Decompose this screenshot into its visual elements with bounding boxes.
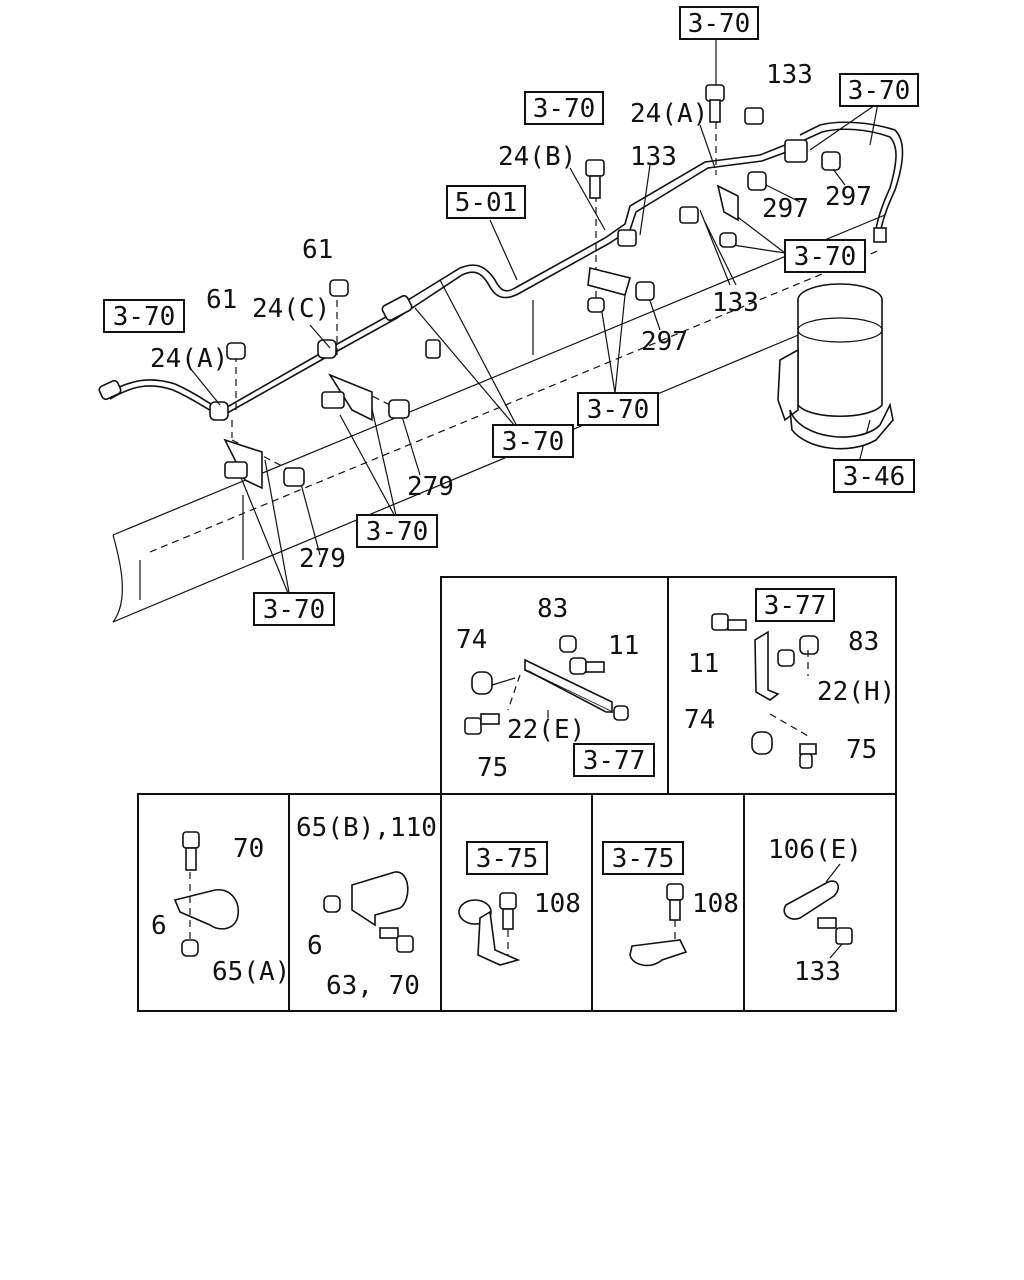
label-24b: 24(B) [498,142,576,172]
air-dryer [777,283,894,450]
label-24a-top: 24(A) [630,99,708,129]
svg-text:65(A): 65(A) [212,957,290,987]
svg-text:3-70: 3-70 [587,395,650,425]
main-hardware [223,84,841,490]
label-297-c: 297 [641,327,688,357]
inset-108a: 108 3-75 [458,841,581,966]
ref-box-r5[interactable]: 3-70 [784,239,866,273]
svg-text:3-75: 3-75 [612,844,675,874]
label-133-mid: 133 [630,142,677,172]
svg-text:3-70: 3-70 [502,427,565,457]
svg-text:6: 6 [151,911,167,941]
ref-box-r2[interactable]: 3-70 [839,73,919,107]
svg-text:83: 83 [848,627,879,657]
label-61-a: 61 [302,235,333,265]
label-24a-left: 24(A) [150,344,228,374]
label-279-a: 279 [407,472,454,502]
svg-text:3-70: 3-70 [263,595,326,625]
ref-box-r1[interactable]: 3-70 [679,6,759,40]
inset-22h-ref[interactable]: 3-77 [755,588,835,622]
label-279-b: 279 [299,544,346,574]
svg-text:3-70: 3-70 [794,242,857,272]
inset-108b: 108 3-75 [602,841,739,967]
ref-box-r7[interactable]: 3-70 [577,392,659,426]
svg-text:3-77: 3-77 [764,591,827,621]
svg-text:3-70: 3-70 [848,76,911,106]
air-pipe [98,121,904,421]
svg-text:11: 11 [688,649,719,679]
ref-box-r3[interactable]: 3-70 [524,91,604,125]
svg-text:75: 75 [846,735,877,765]
label-24c: 24(C) [252,294,330,324]
inset-108a-ref[interactable]: 3-75 [466,841,548,875]
main-part-labels: 133 24(A) 133 24(B) 297 297 133 297 61 6… [150,60,872,574]
svg-text:3-46: 3-46 [843,462,906,492]
svg-text:74: 74 [684,705,715,735]
label-297-b: 297 [825,182,872,212]
ref-box-r10[interactable]: 3-70 [253,592,335,626]
inset-22h: 11 83 22(H) 74 75 3-77 [684,588,895,769]
svg-text:3-70: 3-70 [113,302,176,332]
leader-lines [189,38,879,599]
inset-65a: 70 6 65(A) [151,831,290,987]
svg-text:5-01: 5-01 [455,188,518,218]
svg-text:108: 108 [692,889,739,919]
svg-text:22(E): 22(E) [507,715,585,745]
svg-text:74: 74 [456,625,487,655]
ref-box-r4[interactable]: 5-01 [446,185,526,219]
svg-text:22(H): 22(H) [817,677,895,707]
svg-text:133: 133 [794,957,841,987]
label-133-top: 133 [766,60,813,90]
svg-text:75: 75 [477,753,508,783]
frame-rail [112,214,886,623]
svg-text:108: 108 [534,889,581,919]
inset-65b: 65(B),110 6 63, 70 [296,813,437,1001]
label-297-a: 297 [762,194,809,224]
label-61-b: 61 [206,285,237,315]
svg-text:106(E): 106(E) [768,835,862,865]
svg-text:3-75: 3-75 [476,844,539,874]
inset-22e: 83 74 11 22(E) 75 3-77 [456,594,655,783]
ref-box-r9[interactable]: 3-70 [356,514,438,548]
svg-text:3-70: 3-70 [688,9,751,39]
inset-22e-ref[interactable]: 3-77 [573,743,655,777]
svg-text:83: 83 [537,594,568,624]
svg-text:63, 70: 63, 70 [326,971,420,1001]
svg-text:3-70: 3-70 [533,94,596,124]
inset-106e: 106(E) 133 [768,835,862,987]
svg-text:3-77: 3-77 [583,746,646,776]
ref-box-r8[interactable]: 3-70 [492,424,574,458]
svg-text:11: 11 [608,631,639,661]
svg-text:3-70: 3-70 [366,517,429,547]
inset-frames [137,576,897,1012]
svg-text:65(B),110: 65(B),110 [296,813,437,843]
label-133-lower: 133 [712,288,759,318]
ref-box-r6[interactable]: 3-70 [103,299,185,333]
ref-box-r11[interactable]: 3-46 [833,459,915,493]
svg-text:70: 70 [233,834,264,864]
svg-text:6: 6 [307,931,323,961]
inset-108b-ref[interactable]: 3-75 [602,841,684,875]
